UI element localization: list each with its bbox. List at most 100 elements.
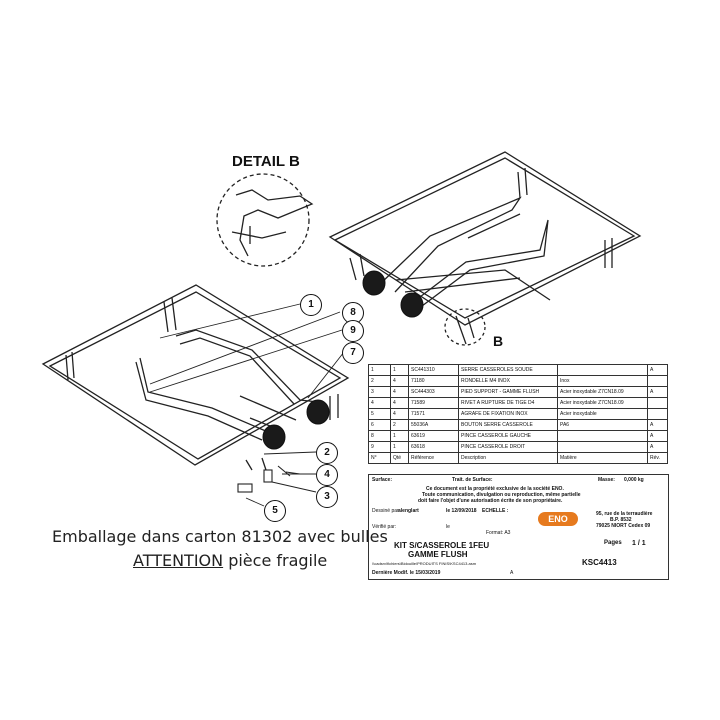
fragile-text: pièce fragile — [223, 551, 328, 570]
surface-label: Surface: — [372, 477, 393, 483]
bom-cell-desc: AGRAFE DE FIXATION INOX — [458, 408, 558, 420]
format-label: Format: A3 — [486, 530, 511, 536]
bom-cell-qte: 4 — [390, 386, 409, 398]
callout-8: 8 — [342, 302, 364, 324]
address-line-3: 79025 NIORT Cedex 09 — [596, 523, 651, 529]
pages-label: Pages — [604, 540, 622, 546]
bom-cell-qte: 4 — [390, 397, 409, 409]
knob-lower-left — [262, 424, 286, 450]
bom-cell-rep: 9 — [368, 441, 391, 453]
view-b-circle — [444, 308, 486, 346]
callout-4: 4 — [316, 464, 338, 486]
confidential-line-1: Ce document est la propriété exclusive d… — [426, 486, 564, 492]
bom-cell-rep: 2 — [368, 375, 391, 387]
bom-cell-mat — [557, 364, 648, 376]
knob-upper-left — [362, 270, 386, 296]
bom-cell-rev: Rév. — [647, 452, 668, 464]
bom-cell-mat: Acier inoxydable — [557, 408, 648, 420]
drawing-title-1: KIT S/CASSEROLE 1FEU — [394, 541, 490, 550]
bom-cell-rev: A — [647, 441, 668, 453]
masse-value: 0,000 kg — [624, 477, 644, 483]
trait-label: Trait. de Surface: — [452, 477, 493, 483]
lower-kit-view — [41, 284, 350, 471]
bom-cell-mat: Inox — [557, 375, 648, 387]
last-modified: Dernière Modif. le 15/03/2019 — [372, 570, 441, 576]
bom-cell-qte: 1 — [390, 430, 409, 442]
bom-cell-rep: N° — [368, 452, 391, 464]
bom-cell-desc: Description — [458, 452, 558, 464]
bom-cell-qte: Qté — [390, 452, 409, 464]
drawn-by-name: alenglart — [398, 508, 419, 514]
bom-cell-rev: A — [647, 419, 668, 431]
bom-cell-ref: SC441310 — [408, 364, 459, 376]
bom-cell-desc: PINCE CASSEROLE DROIT — [458, 441, 558, 453]
bom-cell-mat: Acier inoxydable Z7CN18.09 — [557, 397, 648, 409]
washer-part — [263, 469, 273, 483]
callout-7: 7 — [342, 342, 364, 364]
bom-cell-mat: Acier inoxydable Z7CN18.09 — [557, 386, 648, 398]
knob-upper-right — [400, 292, 424, 318]
bom-cell-rep: 4 — [368, 397, 391, 409]
address-line-2: B.P. 8532 — [610, 517, 632, 523]
bom-cell-desc: RONDELLE M4 INOX — [458, 375, 558, 387]
bom-cell-desc: SERRE CASSEROLES SOUDE — [458, 364, 558, 376]
drawing-title-2: GAMME FLUSH — [408, 550, 468, 559]
checked-by-label: Vérifié par: — [372, 524, 397, 530]
bom-cell-desc: RIVET A RUPTURE DE TIGE D4 — [458, 397, 558, 409]
bom-cell-ref: SC444303 — [408, 386, 459, 398]
bom-cell-rep: 5 — [368, 408, 391, 420]
confidential-line-2: Toute communication, divulgation ou repr… — [422, 492, 581, 498]
bom-cell-mat: Matière — [557, 452, 648, 464]
bom-cell-qte: 1 — [390, 364, 409, 376]
bom-cell-qte: 1 — [390, 441, 409, 453]
bom-cell-rep: 1 — [368, 364, 391, 376]
knob-lower-right — [306, 399, 330, 425]
bom-cell-mat — [557, 430, 648, 442]
view-b-label: B — [493, 333, 504, 349]
bom-cell-desc: PINCE CASSEROLE GAUCHE — [458, 430, 558, 442]
bom-cell-ref: 71589 — [408, 397, 459, 409]
upper-kit-view — [328, 151, 642, 326]
bom-cell-mat: PA6 — [557, 419, 648, 431]
callout-9: 9 — [342, 320, 364, 342]
revision-letter: A — [510, 570, 514, 576]
bom-cell-rep: 3 — [368, 386, 391, 398]
bom-cell-desc: BOUTON SERRE CASSEROLE — [458, 419, 558, 431]
eno-logo: ENO — [538, 512, 578, 526]
bom-cell-ref: Référence — [408, 452, 459, 464]
bom-cell-ref: 63618 — [408, 441, 459, 453]
bom-cell-qte: 2 — [390, 419, 409, 431]
bom-cell-rev — [647, 408, 668, 420]
detail-b-title: DETAIL B — [232, 153, 300, 170]
address-line-1: 95, rue de la terraudière — [596, 511, 653, 517]
title-block-frame — [368, 474, 669, 580]
confidential-line-3: doit faire l'objet d'une autorisation éc… — [418, 498, 563, 504]
bom-cell-rev — [647, 375, 668, 387]
drawn-date: le 12/09/2018 — [446, 508, 477, 514]
callout-2: 2 — [316, 442, 338, 464]
bom-cell-ref: 71571 — [408, 408, 459, 420]
detail-circle — [216, 173, 310, 267]
bom-cell-rep: 6 — [368, 419, 391, 431]
pages-value: 1 / 1 — [632, 540, 646, 547]
bom-cell-rev: A — [647, 430, 668, 442]
bom-cell-mat — [557, 441, 648, 453]
attention-word: ATTENTION — [133, 551, 224, 570]
bom-cell-ref: 71180 — [408, 375, 459, 387]
bom-cell-rep: 8 — [368, 430, 391, 442]
masse-label: Masse: — [598, 477, 615, 483]
drawing-number: KSC4413 — [582, 558, 617, 567]
bom-cell-ref: 55036A — [408, 419, 459, 431]
bom-cell-desc: PIED SUPPORT - GAMME FLUSH — [458, 386, 558, 398]
scale-label: ECHELLE : — [482, 508, 509, 514]
